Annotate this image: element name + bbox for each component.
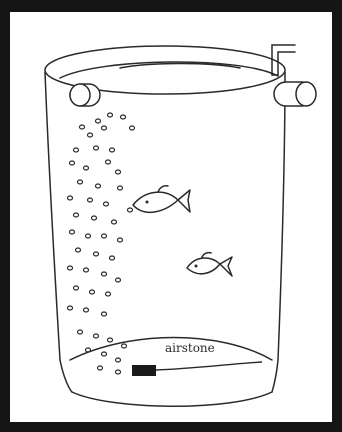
bubble [74, 213, 79, 217]
bubble [88, 133, 93, 137]
bubble [116, 370, 121, 374]
tank-left-wall [45, 72, 72, 392]
bubble [110, 256, 115, 260]
bubble [80, 125, 85, 129]
tank-right-wall [272, 72, 285, 392]
bubble [96, 184, 101, 188]
bubble [121, 115, 126, 119]
bubble [106, 292, 111, 296]
bubble [112, 220, 117, 224]
bubble [104, 202, 109, 206]
bubble [78, 330, 83, 334]
bubble [88, 198, 93, 202]
bubble [68, 266, 73, 270]
fish-lower [187, 253, 232, 276]
bubble [96, 119, 101, 123]
right-pipe [274, 82, 316, 106]
bubble [78, 180, 83, 184]
bubble [118, 186, 123, 190]
bubble [74, 286, 79, 290]
bubble [106, 160, 111, 164]
bubble [118, 238, 123, 242]
airstone [132, 365, 156, 376]
bubble [84, 308, 89, 312]
bubble [90, 290, 95, 294]
bubble [76, 248, 81, 252]
bubble [122, 344, 127, 348]
left-pipe [70, 84, 100, 106]
bubble [68, 196, 73, 200]
bubble [102, 234, 107, 238]
airstone-group: airstone [132, 341, 262, 376]
bubble [102, 126, 107, 130]
bubble [110, 148, 115, 152]
bubble [130, 126, 135, 130]
bubble [94, 334, 99, 338]
bubble [70, 161, 75, 165]
air-line [156, 362, 262, 370]
bubble [98, 366, 103, 370]
bubble [94, 252, 99, 256]
bubble [108, 113, 113, 117]
bubble [102, 312, 107, 316]
bubble [86, 348, 91, 352]
bubble [102, 352, 107, 356]
bubble [86, 234, 91, 238]
bubble [128, 208, 133, 212]
tank-bottom [72, 392, 272, 406]
bubble [84, 166, 89, 170]
bubble [102, 272, 107, 276]
bubble [108, 338, 113, 342]
bubble [92, 216, 97, 220]
bubble [94, 146, 99, 150]
bubble [84, 268, 89, 272]
bubble [74, 148, 79, 152]
airstone-label: airstone [165, 341, 215, 355]
water-surface [60, 62, 278, 78]
fish-upper [133, 186, 190, 213]
bubble [68, 306, 73, 310]
bubble [116, 170, 121, 174]
bubbles [68, 113, 135, 374]
bubble [116, 358, 121, 362]
bubble [116, 278, 121, 282]
bubble [70, 230, 75, 234]
